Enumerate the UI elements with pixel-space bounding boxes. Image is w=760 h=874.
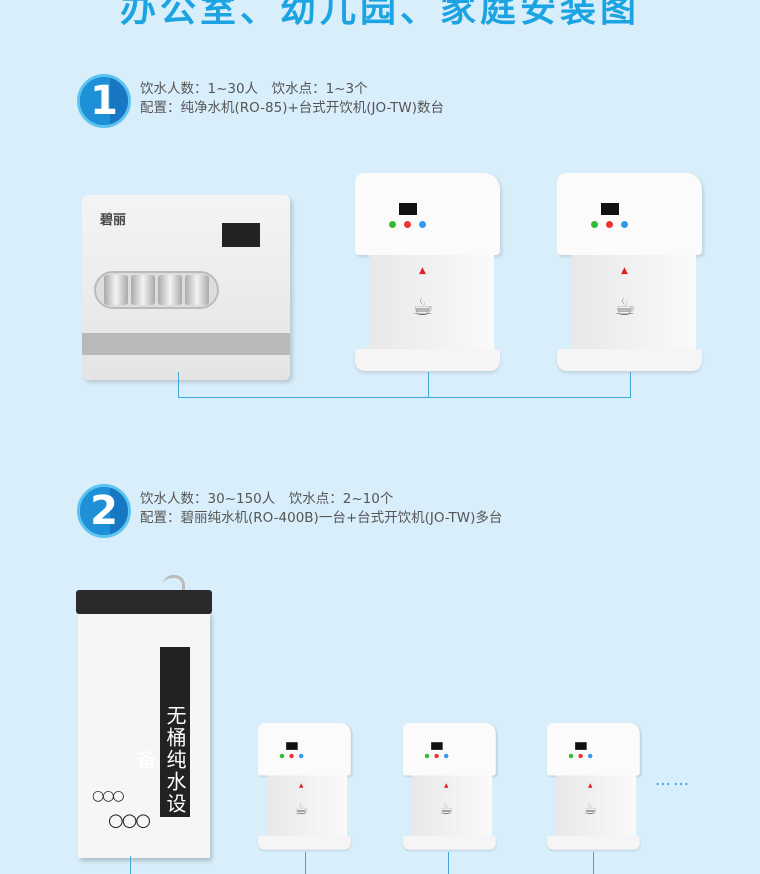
- section2-info: 饮水人数：30~150人 饮水点：2~10个 配置：碧丽纯水机(RO-400B)…: [140, 490, 502, 528]
- purifier-brand-logo: 碧丽: [100, 213, 127, 228]
- page-title: 办公室、幼儿园、家庭安装图: [119, 0, 640, 30]
- more-dispensers-ellipsis: ……: [655, 770, 691, 789]
- pipe-line: [305, 852, 306, 874]
- ro400b-machine-image: 无桶纯水设备 ○○○ ○○○: [76, 590, 212, 858]
- pipe-line: [178, 397, 631, 398]
- filter-window: [94, 271, 219, 309]
- dispenser-image: ▲☕: [258, 723, 351, 851]
- control-panel: [222, 223, 260, 247]
- section2-line1: 饮水人数：30~150人 饮水点：2~10个: [140, 491, 394, 507]
- section1-line1: 饮水人数：1~30人 饮水点：1~3个: [140, 81, 368, 97]
- pipe-line: [630, 372, 631, 398]
- dispenser-image: ▲☕: [355, 173, 500, 373]
- rings-decoration: ○○○: [108, 810, 151, 831]
- pipe-line: [448, 852, 449, 874]
- basin: [76, 590, 212, 614]
- cup-icon: ☕: [412, 293, 434, 321]
- pipe-line: [178, 372, 179, 398]
- dispenser-image: ▲☕: [557, 173, 702, 373]
- section1-line2: 配置：纯净水机(RO-85)+台式开饮机(JO-TW)数台: [140, 100, 445, 116]
- section1-info: 饮水人数：1~30人 饮水点：1~3个 配置：纯净水机(RO-85)+台式开饮机…: [140, 80, 444, 118]
- pipe-line: [428, 372, 429, 398]
- step-badge-2: 2: [77, 484, 131, 538]
- ro85-purifier-image: 碧丽: [82, 195, 290, 380]
- pipe-line: [593, 852, 594, 874]
- machine-label: 无桶纯水设备: [133, 647, 190, 817]
- dispenser-image: ▲☕: [403, 723, 496, 851]
- dispenser-image: ▲☕: [547, 723, 640, 851]
- rings-decoration: ○○○: [92, 788, 125, 804]
- section2-line2: 配置：碧丽纯水机(RO-400B)一台+台式开饮机(JO-TW)多台: [140, 510, 503, 526]
- wave-decoration: [82, 333, 290, 355]
- cup-icon: ☕: [614, 293, 636, 321]
- step-badge-1: 1: [77, 74, 131, 128]
- pipe-line: [130, 856, 131, 874]
